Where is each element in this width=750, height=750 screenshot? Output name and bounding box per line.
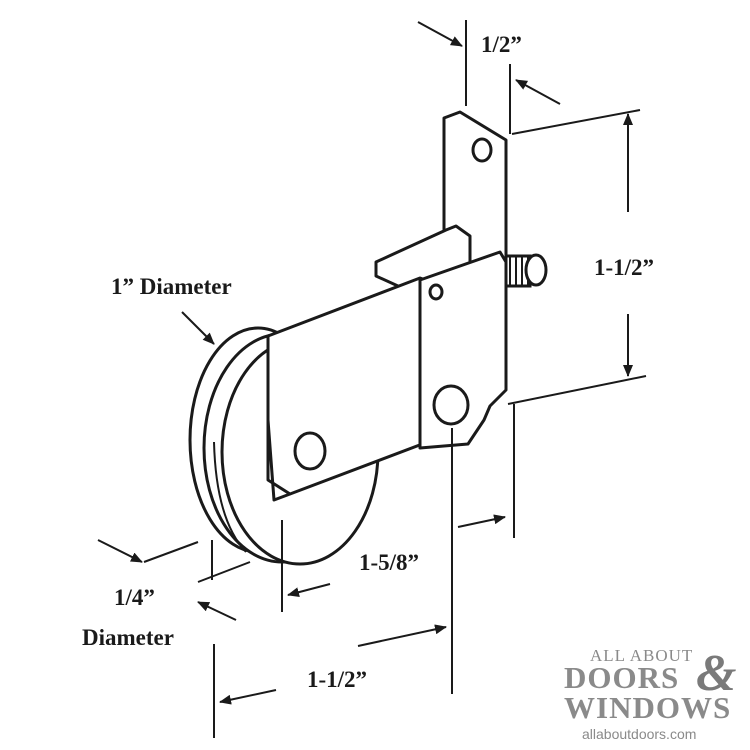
- logo-line-all-about: ALL ABOUT: [590, 646, 694, 665]
- logo-url: allaboutdoors.com: [582, 726, 697, 742]
- label-height-right: 1-1/2”: [594, 255, 654, 280]
- label-axle-offset: 1-5/8”: [359, 550, 419, 575]
- dimension-labels: 1/2” 1-1/2” 1” Diameter 1-5/8” 1/4” Diam…: [82, 32, 654, 692]
- dimension-lines: [97, 20, 647, 738]
- label-hub-diameter-word: Diameter: [82, 625, 174, 650]
- logo-line-windows: WINDOWS: [564, 690, 732, 725]
- screw-head: [524, 253, 548, 287]
- front-plate-axle-hole: [432, 384, 470, 426]
- label-top-width: 1/2”: [481, 32, 522, 57]
- top-tab-hole: [471, 137, 493, 163]
- adjustment-screw: [504, 253, 548, 288]
- logo-line-doors: DOORS: [564, 660, 680, 695]
- label-bottom-length: 1-1/2”: [307, 667, 367, 692]
- label-wheel-diameter: 1” Diameter: [111, 274, 232, 299]
- logo-ampersand: &: [696, 645, 737, 702]
- label-hub-diameter-value: 1/4”: [114, 585, 155, 610]
- arm-mounting-hole: [293, 431, 327, 471]
- bracket-holes: [293, 137, 493, 471]
- all-about-doors-windows-logo: ALL ABOUT DOORS & WINDOWS allaboutdoors.…: [556, 645, 746, 746]
- front-plate-small-hole: [428, 283, 444, 301]
